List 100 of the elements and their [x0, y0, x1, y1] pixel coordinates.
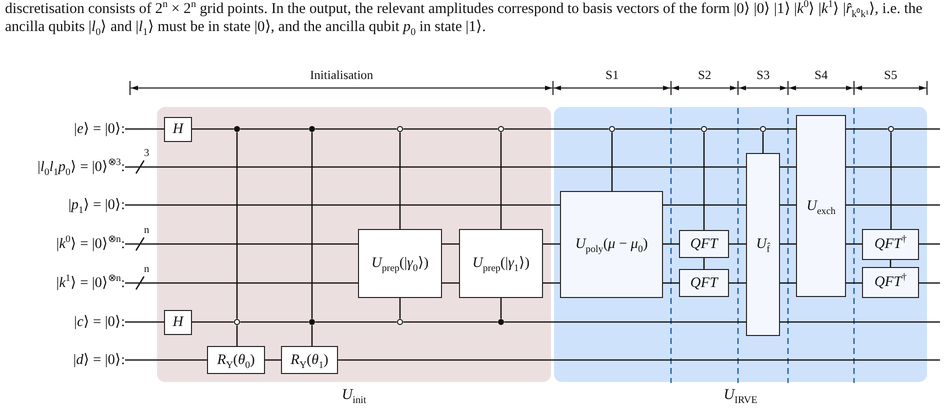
- qubit-wire: [125, 204, 560, 206]
- qubit-wire: [240, 128, 309, 130]
- qubit-wire: [125, 128, 164, 130]
- hollow-dot-icon: [234, 318, 240, 326]
- qubit-wire: [125, 282, 358, 284]
- filled-dot-icon: [308, 318, 316, 326]
- qubit-wire: [766, 128, 796, 130]
- quantum-gate: U$_{f̂}$: [746, 153, 780, 336]
- qubit-wire: [125, 359, 207, 361]
- control-line: [399, 298, 401, 319]
- qubit-wire: [919, 243, 940, 245]
- qubit-wire: [338, 359, 940, 361]
- filled-dot-icon: [308, 126, 316, 132]
- quantum-gate: QFT: [679, 269, 729, 297]
- quantum-gate: R$_{Y}$(θ$_{0}$): [207, 346, 265, 374]
- qubit-wire: [780, 282, 796, 284]
- qubit-wire: [846, 204, 940, 206]
- hollow-dot-icon: [498, 126, 504, 132]
- bundle-size-label: 3: [144, 148, 150, 160]
- hollow-dot-icon: [888, 126, 894, 132]
- qubit-wire: [315, 128, 397, 130]
- control-line: [311, 325, 313, 346]
- qubit-wire: [707, 128, 760, 130]
- section-label: S5: [884, 68, 898, 83]
- quantum-gate: QFT$^{†}$: [862, 267, 919, 298]
- hollow-dot-icon: [396, 318, 404, 326]
- hollow-dot-icon: [700, 126, 708, 132]
- quantum-gate: QFT$^{†}$: [862, 229, 919, 260]
- qubit-wire: [315, 321, 397, 323]
- qubit-wire: [919, 282, 940, 284]
- qubit-wire: [504, 321, 746, 323]
- qubit-wire: [663, 243, 679, 245]
- bundle-size-label: n: [144, 225, 150, 237]
- qubit-wire: [192, 321, 234, 323]
- qubit-wire: [615, 128, 701, 130]
- qubit-wire: [240, 321, 309, 323]
- control-line: [762, 132, 764, 153]
- paragraph-text: discretisation consists of 2$^{n}$ × 2$^{n}$ grid points. In the output, the relevant amplitudes correspond to basis vectors of the form |0⟩ |0⟩ |1⟩ |k$^{0}$⟩ |k$^{1}$⟩ |r̂$_{k⁰k¹}$⟩, i.e. the ancilla qubits |l$_{0}$⟩ and |l$_{1}$⟩ must be in state |0⟩, and the ancilla qubit p$_{0}$ in state |1⟩.: [5, 0, 924, 36]
- qubit-wire: [846, 243, 862, 245]
- control-line: [703, 258, 705, 269]
- section-label: S1: [606, 68, 619, 83]
- quantum-gate: H: [164, 310, 192, 335]
- qubit-wire: [125, 243, 358, 245]
- qubit-wire: [894, 128, 940, 130]
- qubit-wire: [543, 282, 560, 284]
- qubit-wire: [729, 282, 746, 284]
- qubit-wire: [663, 204, 746, 206]
- control-line: [311, 132, 313, 319]
- quantum-gate: U$_{prep}$(|γ$_{1}$⟩): [459, 229, 543, 298]
- qubit-wire: [543, 243, 560, 245]
- qubit-label: |l$_{0}$l$_{1}$p$_{0}$⟩ = |0⟩$^{⊗3}$:: [37, 158, 125, 176]
- qubit-label: |k$^{1}$⟩ = |0⟩$^{⊗n}$:: [56, 274, 125, 292]
- control-line: [236, 325, 238, 346]
- qubit-wire: [442, 243, 459, 245]
- quantum-gate: U$_{prep}$(|γ$_{0}$⟩): [358, 229, 442, 298]
- control-line: [500, 132, 502, 229]
- qubit-wire: [780, 321, 940, 323]
- bundle-size-label: n: [144, 264, 150, 276]
- filled-dot-icon: [498, 318, 504, 326]
- qubit-label: |e⟩ = |0⟩:: [74, 120, 125, 138]
- qubit-wire: [846, 128, 888, 130]
- control-line: [890, 260, 892, 267]
- region-label: U$_{IRVE}$: [724, 386, 758, 404]
- qubit-wire: [780, 243, 796, 245]
- filled-dot-icon: [234, 126, 240, 132]
- quantum-gate: R$_{Y}$(θ$_{1}$): [281, 346, 338, 374]
- qubit-wire: [846, 166, 940, 168]
- qubit-label: |p$_{1}$⟩ = |0⟩:: [68, 196, 125, 214]
- section-label: Initialisation: [310, 68, 374, 83]
- quantum-gate: U$_{poly}$(μ − μ$_{0}$): [560, 191, 663, 298]
- qubit-wire: [265, 359, 281, 361]
- hollow-dot-icon: [608, 126, 616, 132]
- qubit-label: |d⟩ = |0⟩:: [73, 351, 125, 369]
- qubit-label: |c⟩ = |0⟩:: [74, 313, 125, 331]
- qubit-wire: [442, 282, 459, 284]
- qubit-wire: [729, 243, 746, 245]
- section-label: S2: [698, 68, 712, 83]
- qubit-wire: [780, 204, 796, 206]
- section-label: S4: [814, 68, 828, 83]
- section-label: S3: [756, 68, 770, 83]
- qubit-wire: [846, 282, 862, 284]
- qubit-wire: [403, 321, 498, 323]
- qubit-wire: [192, 128, 234, 130]
- qubit-wire: [125, 166, 746, 168]
- hollow-dot-icon: [760, 126, 766, 132]
- control-line: [890, 132, 892, 229]
- qubit-wire: [403, 128, 498, 130]
- control-line: [236, 132, 238, 319]
- region-label: U$_{init}$: [342, 386, 366, 404]
- qubit-wire: [663, 282, 679, 284]
- qubit-label: |k$^{0}$⟩ = |0⟩$^{⊗n}$:: [56, 235, 125, 253]
- qubit-wire: [504, 128, 609, 130]
- qubit-wire: [125, 321, 164, 323]
- quantum-gate: QFT: [679, 230, 729, 258]
- qubit-wire: [780, 166, 796, 168]
- quantum-gate: H: [164, 117, 192, 142]
- control-line: [703, 132, 705, 230]
- quantum-gate: U$_{exch}$: [796, 115, 846, 297]
- control-line: [611, 132, 613, 191]
- hollow-dot-icon: [396, 126, 404, 132]
